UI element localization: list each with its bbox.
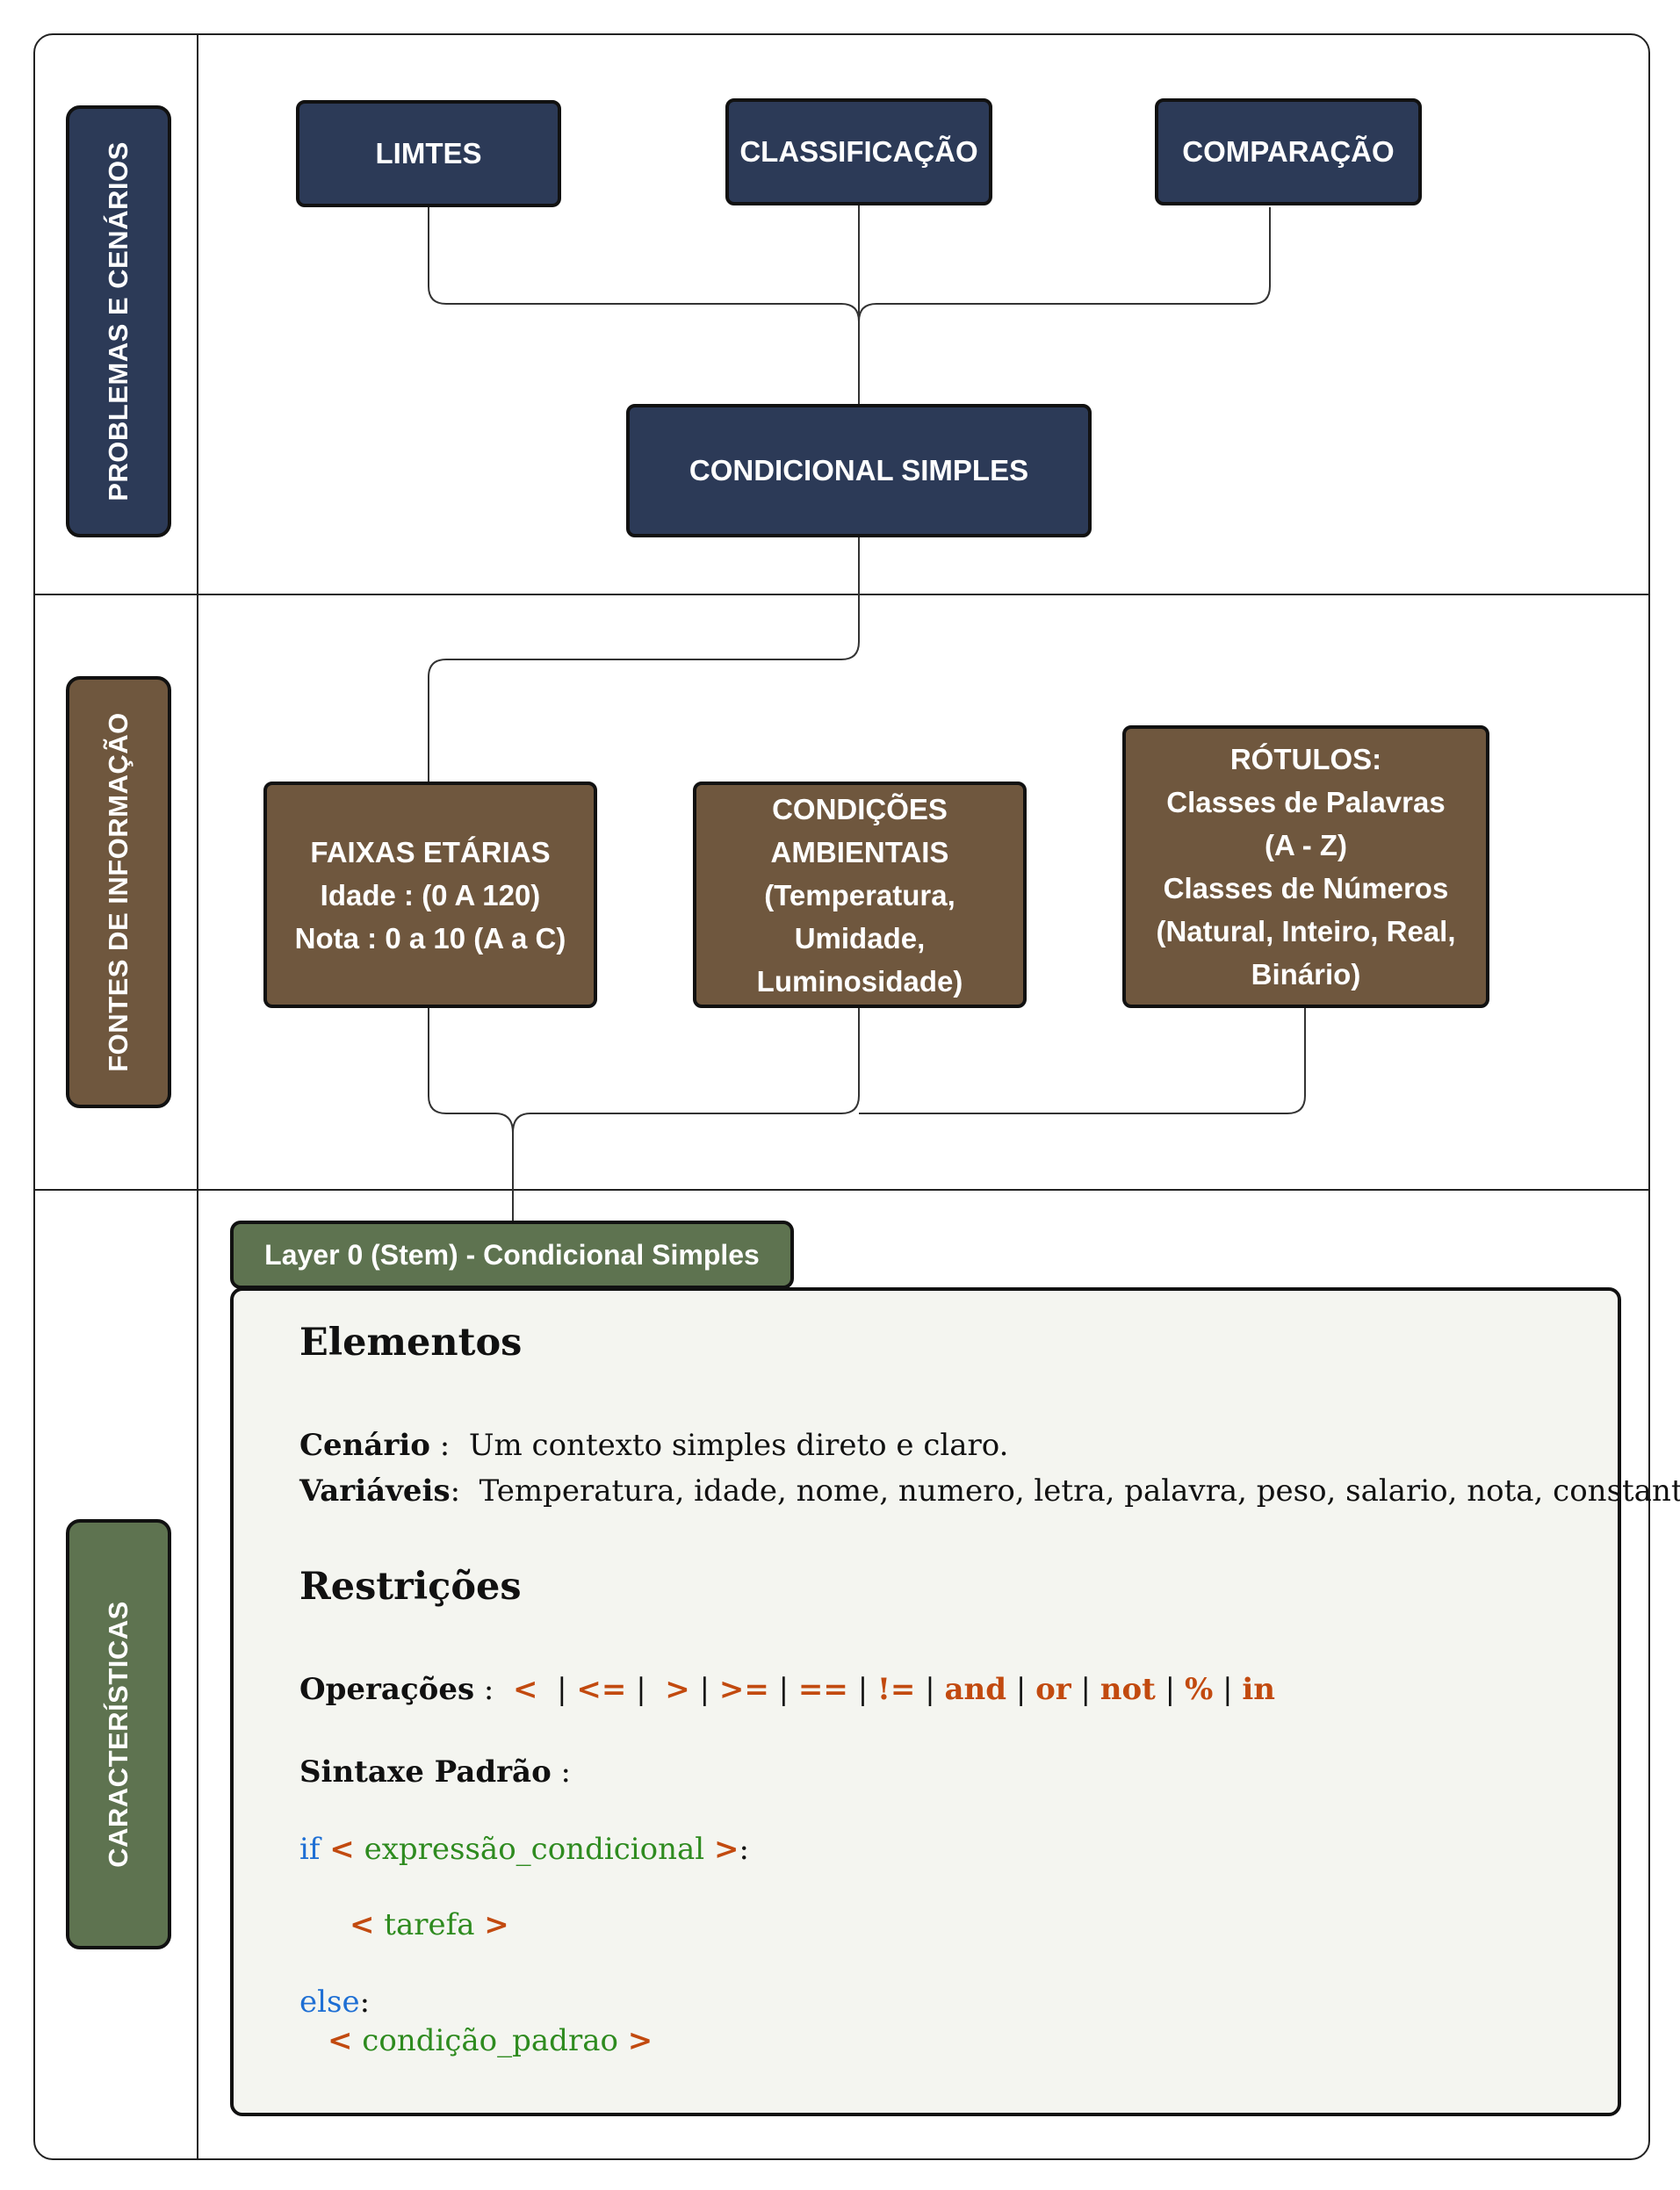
rotulos-line: Classes de Números <box>1163 872 1449 904</box>
code-if-keyword: if <box>299 1832 321 1867</box>
operator-ne: != <box>876 1672 916 1707</box>
faixas-etarias-box: FAIXAS ETÁRIAS Idade : (0 A 120) Nota : … <box>263 782 597 1008</box>
variaveis-value: Temperatura, idade, nome, numero, letra,… <box>479 1473 1680 1509</box>
operacoes-label: Operações <box>299 1672 475 1707</box>
rotulos-box: RÓTULOS: Classes de Palavras (A - Z) Cla… <box>1122 725 1489 1008</box>
cenario-separator: : <box>429 1428 469 1463</box>
variaveis-line: Variáveis: Temperatura, idade, nome, num… <box>299 1473 1680 1509</box>
code-angle-open: < <box>328 2023 353 2058</box>
sintaxe-separator: : <box>551 1754 572 1790</box>
operator-or: or <box>1035 1672 1071 1707</box>
variaveis-separator: : <box>450 1473 479 1509</box>
operator-in: in <box>1242 1672 1275 1707</box>
code-angle-close: > <box>627 2023 653 2058</box>
lane-label-problemas: PROBLEMAS E CENÁRIOS <box>66 105 171 537</box>
code-angle-close: > <box>484 1907 509 1942</box>
lane-divider-2 <box>33 1189 1650 1191</box>
limites-box: LIMTES <box>296 100 561 207</box>
faixas-line: FAIXAS ETÁRIAS <box>310 835 551 868</box>
lane-divider-vertical <box>197 33 198 2160</box>
operator-lt: < <box>513 1672 538 1707</box>
lane-label-fontes: FONTES DE INFORMAÇÃO <box>66 676 171 1108</box>
code-angle-open: < <box>329 1832 355 1867</box>
code-else-keyword: else <box>299 1985 360 2020</box>
operator-gt: > <box>665 1672 690 1707</box>
classificacao-box: CLASSIFICAÇÃO <box>725 98 992 205</box>
lane-divider-1 <box>33 594 1650 595</box>
code-condition: expressão_condicional <box>354 1832 714 1867</box>
condicoes-line: Umidade, <box>794 921 926 955</box>
rotulos-line: (A - Z) <box>1264 829 1348 861</box>
elementos-heading: Elementos <box>299 1321 523 1365</box>
code-task: tarefa <box>374 1907 485 1942</box>
faixas-line: Nota : 0 a 10 (A a C) <box>294 921 566 955</box>
operator-le: <= <box>576 1672 627 1707</box>
operator-ge: >= <box>718 1672 769 1707</box>
connector-faixas <box>428 1006 514 1134</box>
condicional-simples-label: CONDICIONAL SIMPLES <box>689 454 1029 486</box>
diagram-frame <box>33 33 1650 2160</box>
code-angle-open: < <box>350 1907 375 1942</box>
code-task-line: < tarefa > <box>350 1907 509 1942</box>
lane-label-caracteristicas: CARACTERÍSTICAS <box>66 1519 171 1949</box>
comparacao-box: COMPARAÇÃO <box>1155 98 1422 205</box>
rotulos-line: (Natural, Inteiro, Real, <box>1156 915 1456 947</box>
connector-rotulos <box>859 1006 1306 1114</box>
rotulos-line: Classes de Palavras <box>1166 786 1446 818</box>
condicoes-line: AMBIENTAIS <box>770 835 949 868</box>
code-else-line: else: <box>299 1985 370 2020</box>
condicional-simples-box: CONDICIONAL SIMPLES <box>626 404 1092 537</box>
code-default-line: < condição_padrao > <box>328 2023 653 2058</box>
sintaxe-label: Sintaxe Padrão <box>299 1754 552 1790</box>
classificacao-label: CLASSIFICAÇÃO <box>739 135 978 168</box>
stem-panel: Elementos Cenário : Um contexto simples … <box>230 1287 1680 2116</box>
condicoes-line: Luminosidade) <box>756 964 963 998</box>
operator-mod: % <box>1184 1672 1214 1707</box>
condicoes-line: (Temperatura, <box>764 878 955 911</box>
code-if-line: if < expressão_condicional >: <box>299 1832 749 1867</box>
operator-and: and <box>944 1672 1007 1707</box>
restricoes-heading: Restrições <box>299 1565 522 1609</box>
cenario-label: Cenário <box>299 1428 430 1463</box>
rotulos-line: Binário) <box>1251 958 1361 991</box>
condicoes-line: CONDIÇÕES <box>772 792 948 825</box>
condicoes-ambientais-box: CONDIÇÕES AMBIENTAIS (Temperatura, Umida… <box>693 782 1027 1008</box>
sintaxe-line: Sintaxe Padrão : <box>299 1754 571 1790</box>
faixas-line: Idade : (0 A 120) <box>320 878 541 911</box>
stem-title-tab: Layer 0 (Stem) - Condicional Simples <box>230 1221 794 1289</box>
code-angle-close: > <box>713 1832 739 1867</box>
stem-title: Layer 0 (Stem) - Condicional Simples <box>264 1238 760 1271</box>
operacoes-separator: : <box>474 1672 514 1707</box>
comparacao-label: COMPARAÇÃO <box>1182 135 1395 168</box>
operator-eq: == <box>797 1672 848 1707</box>
code-colon: : <box>739 1832 749 1867</box>
connector-limites <box>428 207 860 322</box>
cenario-line: Cenário : Um contexto simples direto e c… <box>299 1428 1008 1463</box>
limites-label: LIMTES <box>375 137 482 169</box>
connector-condicional-fontes <box>428 537 860 782</box>
operacoes-line: Operações : < | <= | > | >= | == | != | … <box>299 1672 1275 1707</box>
rotulos-line: RÓTULOS: <box>1229 743 1382 775</box>
variaveis-label: Variáveis <box>299 1473 451 1509</box>
connector-comparacao <box>858 207 1271 322</box>
connector-condicoes <box>512 1006 860 1134</box>
code-colon: : <box>359 1985 371 2020</box>
operator-not: not <box>1100 1672 1156 1707</box>
code-default: condição_padrao <box>352 2023 628 2058</box>
cenario-value: Um contexto simples direto e claro. <box>468 1428 1009 1463</box>
